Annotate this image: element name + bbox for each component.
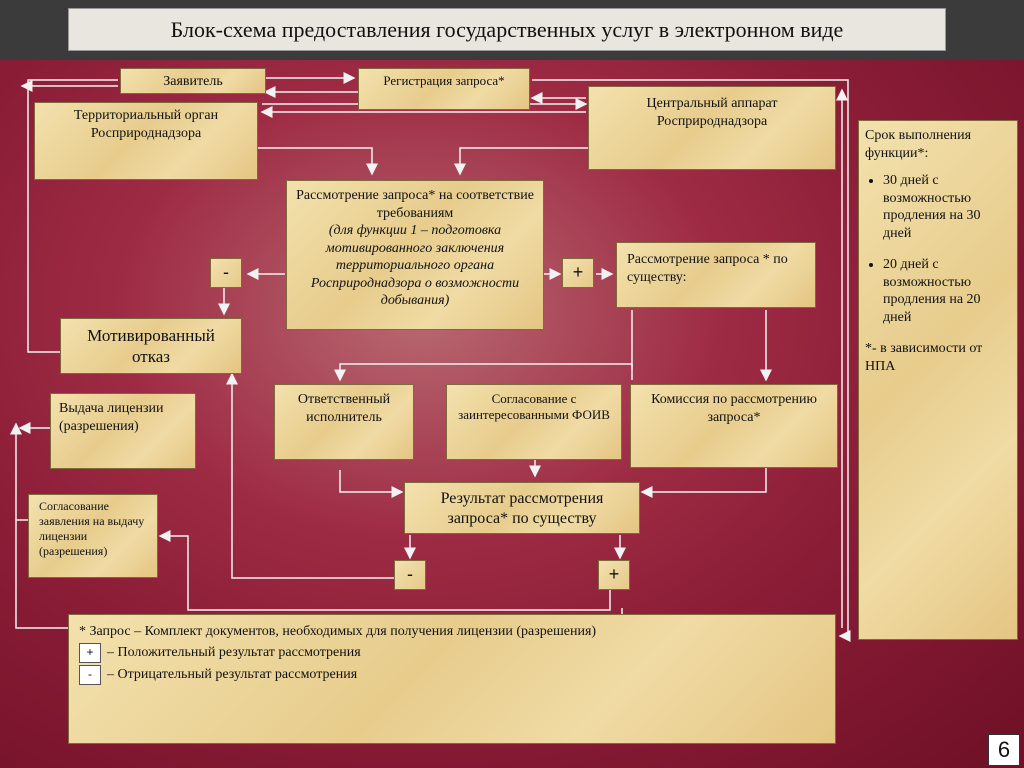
commission-label: Комиссия по рассмотрению запроса* (651, 392, 817, 425)
deadline-item: 30 дней с возможностью продления на 30 д… (883, 172, 1011, 242)
legend-definition: * Запрос – Комплект документов, необходи… (79, 624, 597, 639)
review-compliance-note: (для функции 1 – подготовка мотивированн… (310, 223, 520, 308)
minus-sign-compliance: - (210, 258, 242, 288)
foiv-agreement-node: Согласование с заинтересованными ФОИВ (446, 384, 622, 460)
application-agreement-label: Согласование заявления на выдачу лицензи… (39, 499, 145, 558)
legend-panel: * Запрос – Комплект документов, необходи… (68, 614, 836, 744)
commission-node: Комиссия по рассмотрению запроса* (630, 384, 838, 468)
plus-sign-compliance: + (562, 258, 594, 288)
motivated-refusal-label: Мотивированный отказ (87, 326, 215, 367)
legend-plus-sign: + (79, 642, 101, 663)
applicant-node: Заявитель (120, 68, 266, 94)
deadline-footnote: *- в зависимости от НПА (865, 341, 983, 374)
legend-minus-text: – Отрицательный результат рассмотрения (107, 666, 358, 682)
review-compliance-node: Рассмотрение запроса* на соответствие тр… (286, 180, 544, 330)
territorial-body-label: Территориальный орган Росприроднадзора (73, 108, 219, 141)
motivated-refusal-node: Мотивированный отказ (60, 318, 242, 374)
legend-minus-sign: - (79, 664, 101, 685)
slide-title: Блок-схема предоставления государственны… (68, 8, 946, 51)
review-result-label: Результат рассмотрения запроса* по сущес… (440, 490, 604, 527)
header-bar: Блок-схема предоставления государственны… (0, 0, 1024, 60)
minus-sign-result: - (394, 560, 426, 590)
review-substance-node: Рассмотрение запроса * по существу: (616, 242, 816, 308)
license-issue-label: Выдача лицензии (разрешения) (59, 401, 164, 434)
applicant-label: Заявитель (163, 74, 223, 89)
territorial-body-node: Территориальный орган Росприроднадзора (34, 102, 258, 180)
deadline-list: 30 дней с возможностью продления на 30 д… (865, 172, 1011, 326)
page-number: 6 (988, 734, 1020, 766)
plus-sign-result: + (598, 560, 630, 590)
deadline-panel: Срок выполнения функции*: 30 дней с возм… (858, 120, 1018, 640)
legend-positive-row: + – Положительный результат рассмотрения (79, 642, 825, 663)
review-substance-label: Рассмотрение запроса * по существу: (627, 252, 788, 285)
deadline-item: 20 дней с возможностью продления на 20 д… (883, 256, 1011, 326)
legend-negative-row: -– Отрицательный результат рассмотрения (79, 664, 825, 685)
responsible-executor-node: Ответственный исполнитель (274, 384, 414, 460)
deadline-heading: Срок выполнения функции*: (865, 128, 972, 161)
legend-plus-text: – Положительный результат рассмотрения (107, 644, 361, 660)
review-compliance-label: Рассмотрение запроса* на соответствие тр… (296, 188, 534, 221)
responsible-executor-label: Ответственный исполнитель (297, 392, 391, 425)
central-office-label: Центральный аппарат Росприроднадзора (646, 96, 778, 129)
registration-label: Регистрация запроса* (383, 73, 505, 88)
central-office-node: Центральный аппарат Росприроднадзора (588, 86, 836, 170)
registration-node: Регистрация запроса* (358, 68, 530, 110)
application-agreement-node: Согласование заявления на выдачу лицензи… (28, 494, 158, 578)
foiv-agreement-label: Согласование с заинтересованными ФОИВ (458, 391, 610, 423)
license-issue-node: Выдача лицензии (разрешения) (50, 393, 196, 469)
review-result-node: Результат рассмотрения запроса* по сущес… (404, 482, 640, 534)
